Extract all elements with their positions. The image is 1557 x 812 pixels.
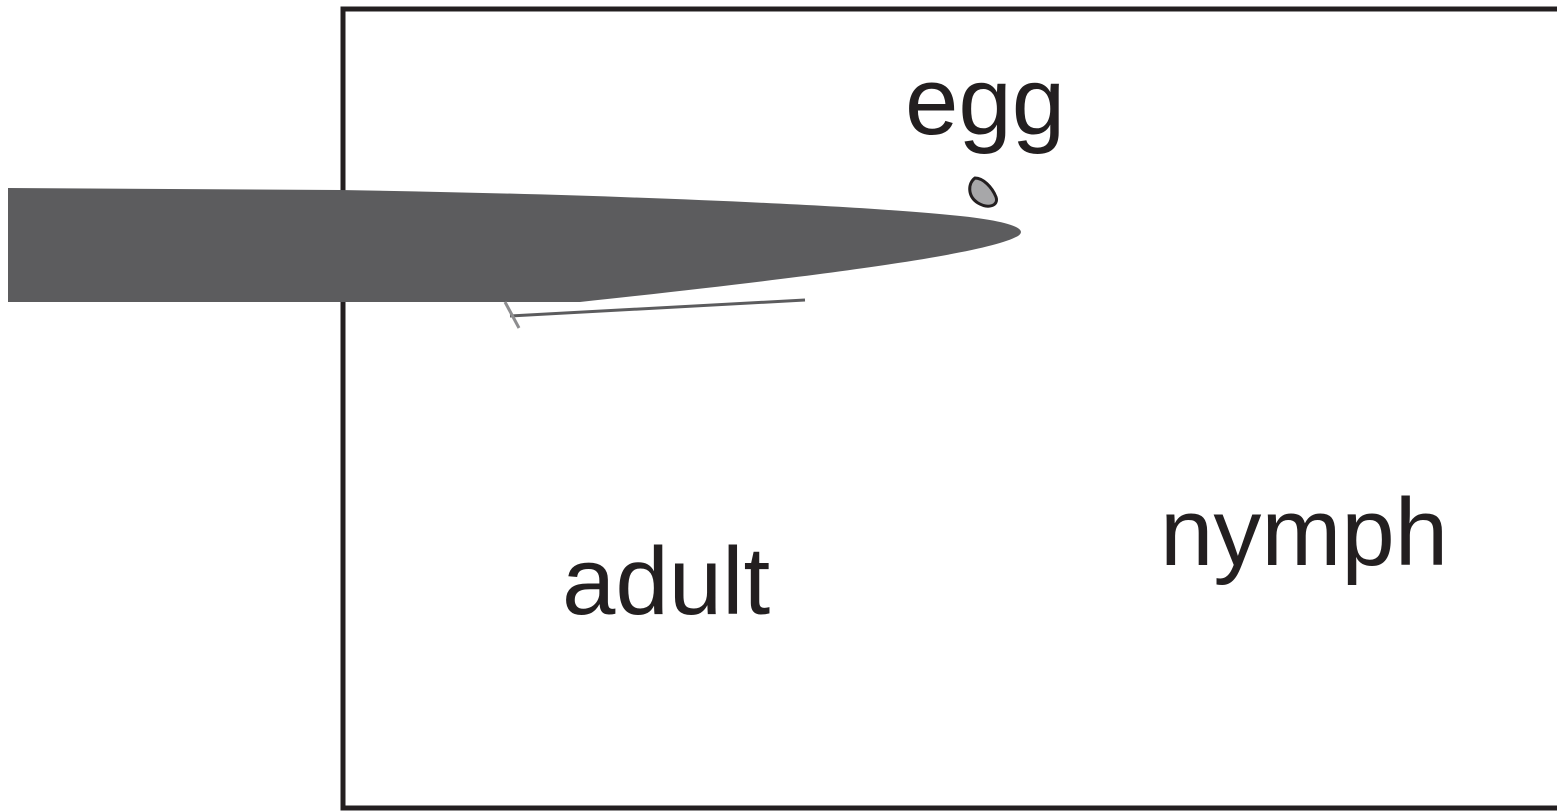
ovipositor-line [509, 298, 806, 318]
ovipositor-tick [503, 301, 521, 329]
egg-shape [968, 176, 998, 208]
egg-label: egg [905, 48, 1065, 155]
adult-label: adult [562, 528, 770, 635]
diagram-frame [340, 6, 1557, 811]
nymph-label: nymph [1160, 479, 1448, 586]
elongated-shape [8, 188, 1021, 302]
